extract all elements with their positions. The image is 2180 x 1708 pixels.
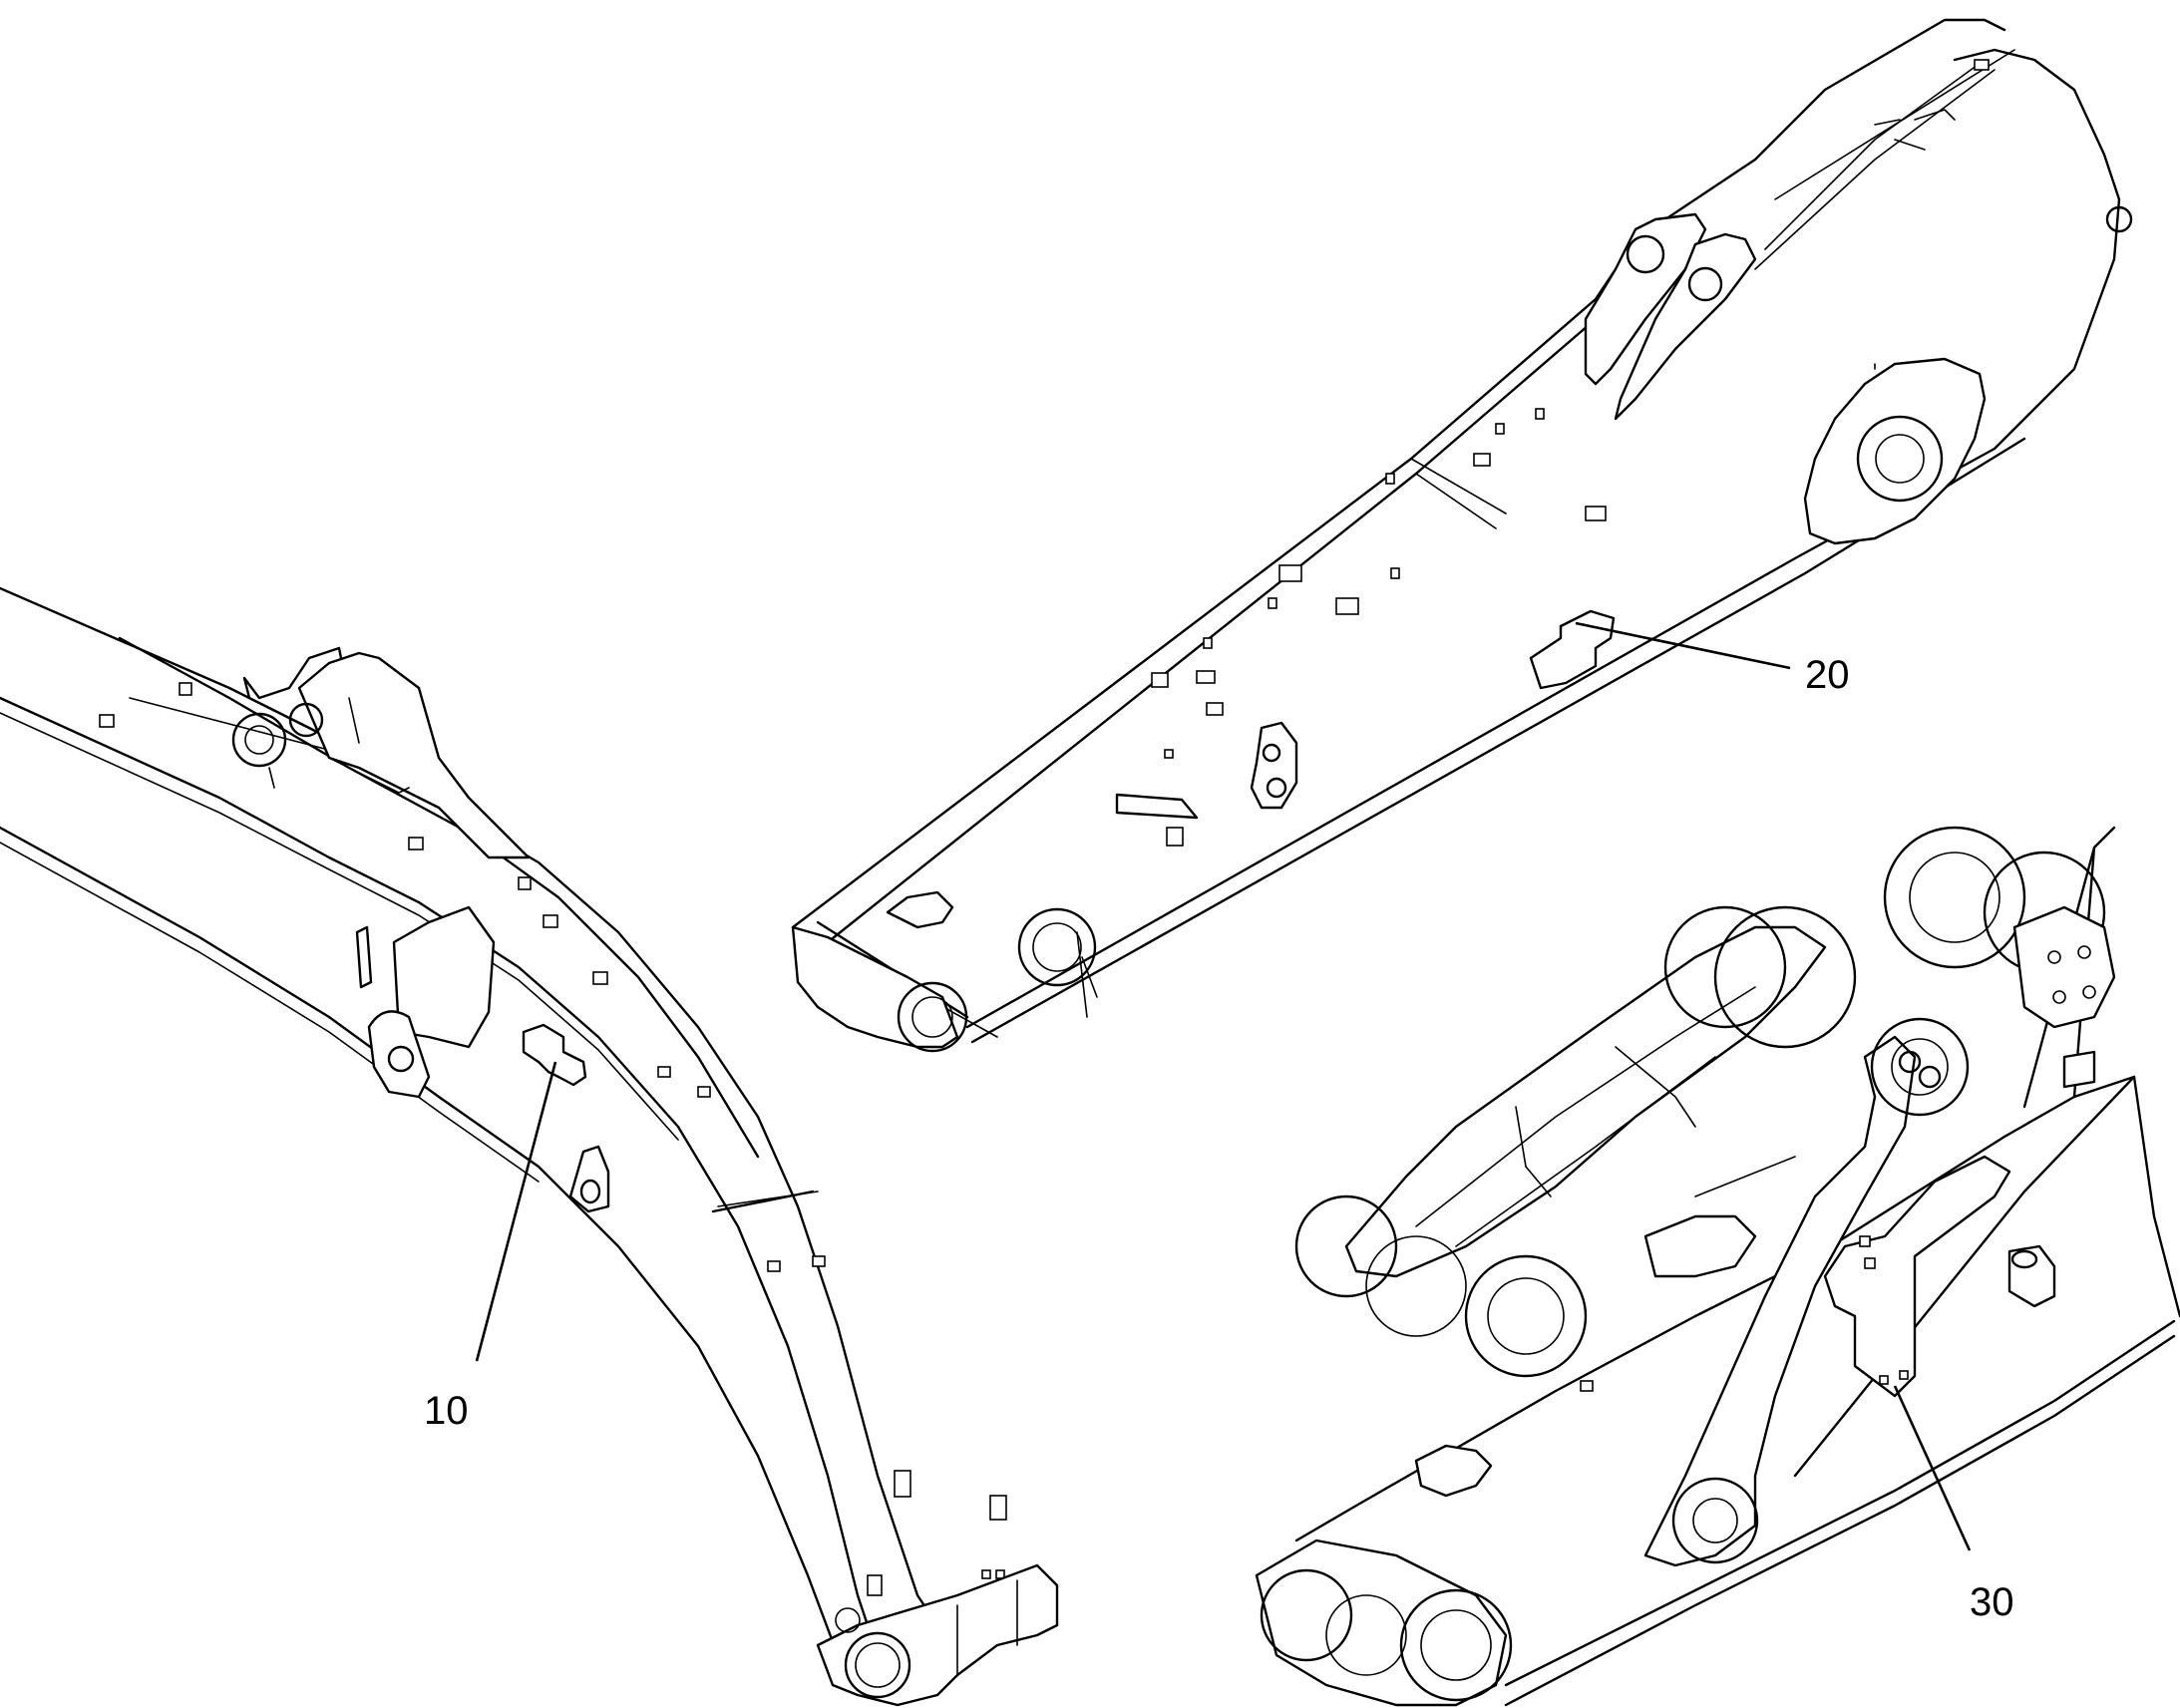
arm-linkage-assembly-bottom — [1255, 826, 2180, 1707]
callout-label-20: 20 — [1805, 653, 1850, 697]
boom-assembly-left — [0, 586, 1059, 1707]
leader-line-20 — [1575, 621, 1791, 670]
leader-line-10 — [475, 1061, 557, 1362]
callout-label-10: 10 — [424, 1389, 469, 1433]
arm-assembly-top — [791, 18, 2133, 1053]
callout-label-30: 30 — [1970, 1580, 2014, 1624]
leader-line-30 — [1893, 1385, 1972, 1551]
